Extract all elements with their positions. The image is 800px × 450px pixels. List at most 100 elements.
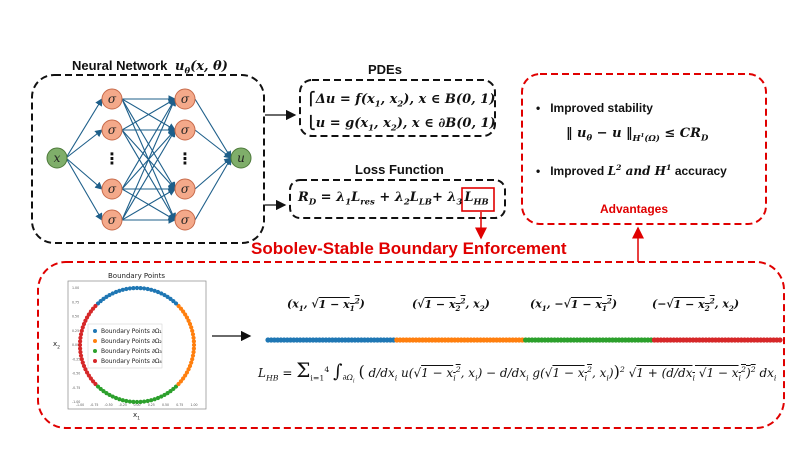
boundary-point (190, 332, 196, 337)
x-tick-label: -0.75 (90, 403, 98, 407)
boundary-point (101, 296, 106, 301)
layer-ellipsis: ⋮ (104, 149, 120, 168)
edge-hidden-hidden (121, 188, 176, 221)
legend-marker (93, 339, 97, 343)
edge-hidden-output (194, 157, 232, 221)
hidden-node-label: σ (181, 182, 190, 196)
legend-label: Boundary Points ∂Ω₃ (101, 348, 162, 355)
boundary-point (189, 325, 194, 330)
boundary-point (84, 370, 90, 375)
edge-hidden-hidden (121, 97, 176, 221)
boundary-point (183, 373, 188, 378)
edge-input-hidden (65, 157, 103, 190)
hidden-node (101, 178, 123, 200)
boundary-point (186, 318, 191, 323)
boundary-color-bar (265, 337, 783, 343)
boundary-point (162, 392, 167, 398)
boundary-point (168, 296, 173, 301)
enforcement-title: Sobolev-Stable Boundary Enforcement (251, 239, 567, 258)
boundary-point (149, 398, 154, 403)
boundary-point (191, 335, 196, 340)
boundary-point (152, 397, 157, 402)
boundary-point (187, 321, 193, 327)
edge-hidden-hidden (121, 129, 176, 221)
boundary-point (134, 399, 140, 405)
boundary-point (191, 350, 196, 355)
boundary-point (120, 287, 125, 292)
boundary-point (142, 286, 147, 291)
edge-hidden-output (194, 129, 232, 159)
boundary-point (110, 394, 115, 399)
hidden-node (101, 209, 123, 231)
network-title-text: Neural Network (72, 58, 168, 73)
advantage-bullet-2-suffix: accuracy (674, 164, 727, 178)
hidden-node (101, 119, 123, 141)
boundary-point (81, 363, 87, 369)
boundary-point (183, 312, 188, 317)
lhb-highlight-box (461, 187, 495, 212)
boundary-point (90, 379, 96, 384)
boundary-point (162, 292, 167, 298)
boundary-point (171, 386, 176, 392)
advantage-bullet-1-text: Improved stability (550, 101, 653, 115)
pdes-title: PDEs (368, 62, 402, 77)
boundary-point (155, 289, 161, 295)
advantages-label: Advantages (600, 202, 669, 216)
boundary-point (138, 286, 143, 291)
boundary-point (90, 306, 96, 311)
boundary-point (98, 386, 103, 392)
legend-marker (93, 349, 97, 353)
boundary-point (78, 350, 83, 355)
boundary-point (117, 397, 122, 402)
boundary-point (190, 353, 196, 358)
plot-ticks: -1.00-1.00-0.75-0.75-0.50-0.50-0.25-0.25… (72, 286, 198, 407)
advantage-bullet-2-math: L2 and H1 (607, 163, 672, 178)
plot-ylabel: x2 (53, 340, 61, 351)
pde-box (299, 79, 496, 137)
boundary-point (127, 399, 132, 404)
x-tick-label: 0.00 (133, 403, 140, 407)
param-4: (−√1 − x22, x2) (652, 296, 740, 313)
hidden-node (174, 209, 196, 231)
y-tick-label: -1.00 (72, 400, 80, 404)
boundary-point (189, 360, 194, 365)
boundary-point (165, 391, 170, 396)
boundary-point (178, 379, 184, 384)
param-3: (x1, −√1 − x12) (530, 296, 618, 313)
boundary-point (186, 367, 191, 372)
boundary-points (77, 285, 197, 405)
boundary-point (86, 373, 91, 378)
legend-label: Boundary Points ∂Ω₄ (101, 358, 162, 365)
edge-hidden-output (194, 157, 232, 190)
boundary-point (159, 394, 164, 399)
pde-eq2: ⎩u = g(x1, x2), x ∈ ∂B(0, 1) (306, 115, 496, 133)
boundary-point (190, 328, 195, 333)
x-tick-label: 0.25 (148, 403, 155, 407)
param-2: (√1 − x22, x2) (412, 296, 490, 313)
boundary-point (78, 346, 83, 351)
hidden-node-label: σ (108, 92, 117, 106)
boundary-point (145, 398, 150, 404)
param-1: (x1, √1 − x12) (287, 296, 365, 313)
boundary-point (84, 315, 90, 320)
boundary-point (88, 376, 93, 381)
advantage-bullet-2: • Improved L2 and H1 accuracy (536, 163, 727, 178)
x-tick-label: -1.00 (76, 403, 84, 407)
boundary-point (88, 309, 93, 314)
legend-marker (93, 359, 97, 363)
boundary-point (98, 298, 103, 304)
boundary-point (93, 303, 98, 309)
hidden-node (174, 178, 196, 200)
advantages-box (521, 73, 767, 225)
lhb-formula: LHB = Σi=14 ∫∂Ωi ( d/dxi u(√1 − xi2, xi)… (258, 358, 777, 385)
boundary-point (107, 392, 112, 398)
y-tick-label: 0.00 (72, 343, 79, 347)
boundary-point (124, 398, 129, 404)
boundary-point (117, 288, 122, 293)
output-node (230, 147, 252, 169)
y-tick-label: -0.75 (72, 386, 80, 390)
boundary-point (134, 285, 140, 291)
